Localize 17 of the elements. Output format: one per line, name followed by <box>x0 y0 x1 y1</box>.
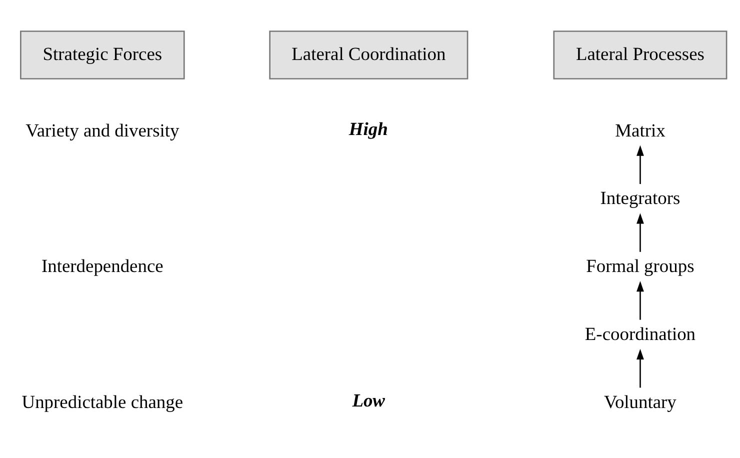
node-text: Integrators <box>600 188 680 208</box>
node-text: Voluntary <box>604 392 676 412</box>
node-text: Matrix <box>615 120 666 140</box>
label: Interdependence <box>41 256 164 276</box>
label: Low <box>352 390 385 411</box>
label: Variety and diversity <box>26 120 180 140</box>
node-box: Lateral Processes <box>553 30 728 80</box>
arrow <box>636 145 644 184</box>
arrow <box>636 281 644 320</box>
node-text: E-coordination <box>584 324 696 344</box>
label: Unpredictable change <box>22 392 184 412</box>
node-box: Strategic Forces <box>20 30 185 80</box>
node-box: Lateral Coordination <box>269 30 468 80</box>
arrow <box>636 348 644 388</box>
node-text: Formal groups <box>586 256 694 276</box>
label: High <box>348 119 388 140</box>
arrow <box>636 213 644 252</box>
